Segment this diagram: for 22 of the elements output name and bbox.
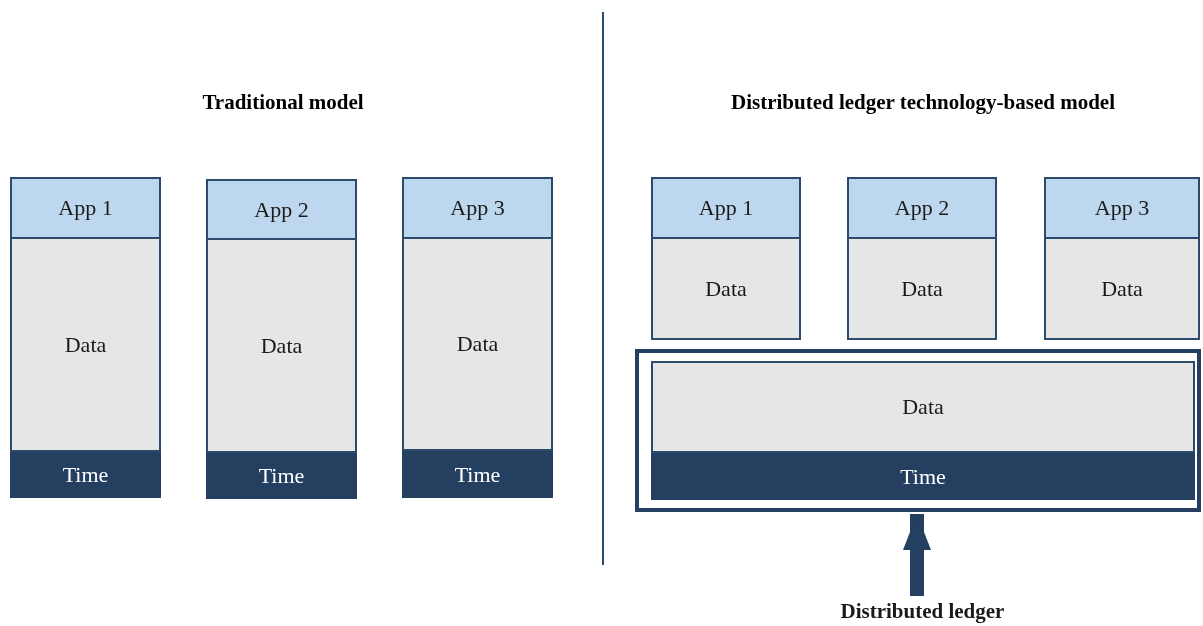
ledger-frame bbox=[635, 349, 1201, 512]
app-box: App 1 bbox=[10, 177, 161, 239]
time-box: Time bbox=[651, 453, 1195, 500]
section-title: Traditional model bbox=[202, 90, 364, 115]
caption-text: Distributed ledger bbox=[800, 596, 1045, 626]
data-box: Data bbox=[402, 239, 553, 451]
data-box: Data bbox=[1044, 239, 1200, 340]
app-box: App 2 bbox=[206, 179, 357, 240]
data-box: Data bbox=[206, 240, 357, 453]
app-box: App 3 bbox=[402, 177, 553, 239]
data-box: Data bbox=[847, 239, 997, 340]
app-box: App 1 bbox=[651, 177, 801, 239]
app-box: App 3 bbox=[1044, 177, 1200, 239]
block-arrow bbox=[903, 514, 931, 596]
section-title: Distributed ledger technology-based model bbox=[731, 90, 1115, 115]
time-box: Time bbox=[402, 451, 553, 498]
time-box: Time bbox=[206, 453, 357, 499]
data-box: Data bbox=[651, 239, 801, 340]
app-box: App 2 bbox=[847, 177, 997, 239]
data-box: Data bbox=[651, 361, 1195, 453]
data-box: Data bbox=[10, 239, 161, 452]
time-box: Time bbox=[10, 452, 161, 498]
